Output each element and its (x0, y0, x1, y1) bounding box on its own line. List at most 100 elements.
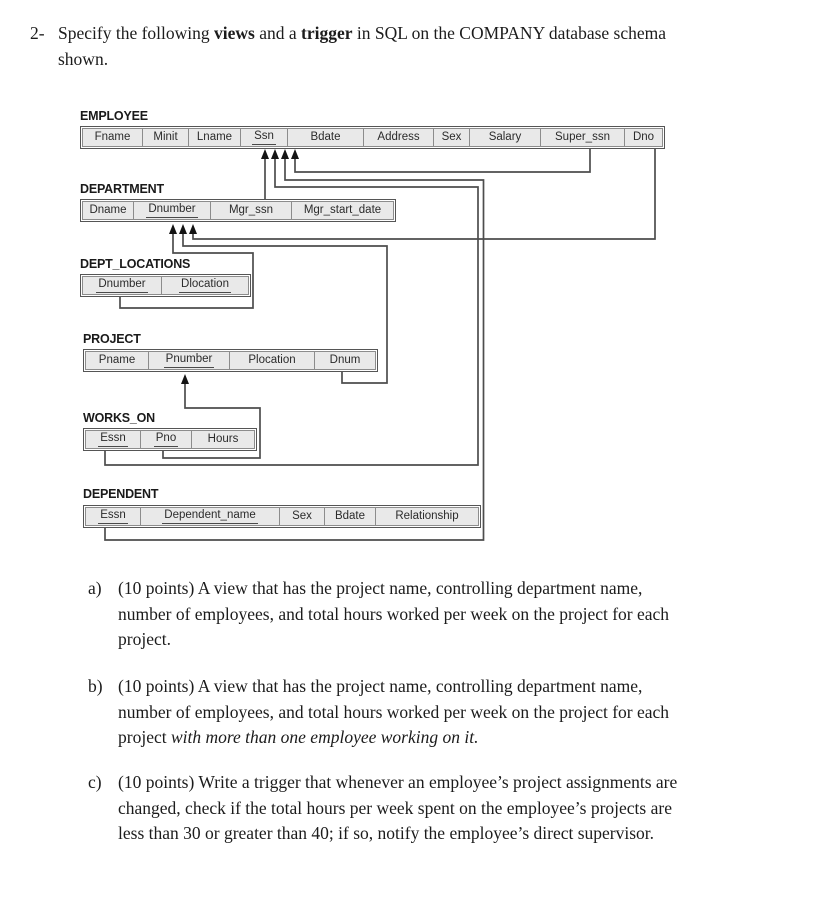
fk-department-mgr_ssn-to-employee-ssn-arrow (261, 149, 269, 206)
fk-works_on-essn-to-employee-ssn-arrow (104, 149, 479, 466)
column-project-pname: Pname (85, 351, 149, 370)
text-segment: and a (254, 23, 302, 43)
table-name-dept_locations: DEPT_LOCATIONS (80, 257, 191, 271)
table-works_on: Essn Pno Hours (83, 428, 257, 451)
text-segment: trigger (301, 23, 353, 43)
attribute-label: Relationship (395, 510, 459, 522)
key-attribute-label: Pno (153, 432, 179, 447)
text-segment: with more than one employee working on i… (170, 727, 479, 747)
table-name-employee: EMPLOYEE (80, 109, 148, 123)
attribute-label: Address (377, 131, 420, 143)
text-line: less than 30 or greater than 40; if so, … (118, 821, 778, 847)
text-segment: number of employees, and total hours wor… (118, 603, 670, 624)
text-segment: in SQL on the COMPANY database schema (352, 23, 667, 43)
item-c-text: (10 points) Write a trigger that wheneve… (118, 770, 778, 847)
attribute-label: Bdate (310, 131, 341, 143)
text-line: project. (118, 627, 778, 653)
text-segment: views (214, 23, 255, 43)
column-dept_locations-dlocation: Dlocation (161, 276, 249, 295)
key-attribute-label: Dlocation (179, 278, 231, 293)
table-department: Dname Dnumber Mgr_ssn Mgr_start_date (80, 199, 396, 222)
text-line: (10 points) A view that has the project … (118, 576, 778, 602)
attribute-label: Fname (94, 131, 131, 143)
key-attribute-label: Dnumber (96, 278, 148, 293)
key-attribute-label: Pnumber (163, 353, 215, 368)
item-b-text: (10 points) A view that has the project … (118, 674, 778, 751)
attribute-label: Salary (488, 131, 522, 143)
attribute-label: Plocation (248, 354, 296, 366)
item-a-marker: a) (88, 578, 102, 598)
column-project-pnumber: Pnumber (148, 351, 230, 370)
item-a: a) (10 points) A view that has the proje… (88, 576, 778, 653)
text-segment: shown. (58, 49, 109, 69)
item-c: c) (10 points) Write a trigger that when… (88, 770, 778, 847)
attribute-label: Dnum (329, 354, 361, 366)
text-line: number of employees, and total hours wor… (118, 602, 778, 628)
column-department-dnumber: Dnumber (133, 201, 211, 220)
table-name-project: PROJECT (83, 332, 141, 346)
attribute-label: Mgr_start_date (303, 204, 382, 216)
attribute-label: Dno (632, 131, 655, 143)
table-name-dependent: DEPENDENT (83, 487, 159, 501)
text-segment: (10 points) A view that has the project … (118, 578, 643, 598)
text-line: (10 points) A view that has the project … (118, 674, 778, 700)
column-employee-super_ssn: Super_ssn (540, 128, 625, 147)
column-employee-fname: Fname (82, 128, 143, 147)
column-employee-ssn: Ssn (240, 128, 288, 147)
text-segment: changed, check if the total hours per we… (118, 797, 672, 818)
column-project-plocation: Plocation (229, 351, 315, 370)
attribute-label: Lname (196, 131, 233, 143)
attribute-label: Sex (292, 510, 312, 522)
column-dependent-essn: Essn (85, 507, 141, 526)
question-intro: Specify the following views and a trigge… (58, 20, 788, 72)
column-employee-address: Address (363, 128, 434, 147)
key-attribute-label: Essn (98, 432, 128, 447)
fk-employee-super_ssn-to-employee-ssn-arrow (291, 149, 591, 173)
attribute-label: Mgr_ssn (228, 204, 274, 216)
column-dependent-sex: Sex (279, 507, 325, 526)
column-employee-lname: Lname (188, 128, 241, 147)
question-header: 2- Specify the following views and a tri… (30, 20, 788, 72)
column-employee-dno: Dno (624, 128, 663, 147)
text-segment: less than 30 or greater than 40; if so, … (118, 823, 655, 843)
key-attribute-label: Dnumber (146, 203, 198, 218)
attribute-label: Dname (89, 204, 127, 216)
table-name-department: DEPARTMENT (80, 182, 164, 196)
text-segment: (10 points) A view that has the project … (118, 676, 643, 696)
text-line: changed, check if the total hours per we… (118, 796, 778, 822)
column-works_on-pno: Pno (140, 430, 192, 449)
text-segment: number of employees, and total hours wor… (118, 701, 670, 722)
column-works_on-essn: Essn (85, 430, 141, 449)
column-dept_locations-dnumber: Dnumber (82, 276, 162, 295)
table-name-works_on: WORKS_ON (83, 411, 156, 425)
column-department-dname: Dname (82, 201, 134, 220)
text-segment: project. (118, 629, 171, 649)
item-b: b) (10 points) A view that has the proje… (88, 674, 778, 751)
table-dept_locations: Dnumber Dlocation (80, 274, 251, 297)
column-works_on-hours: Hours (191, 430, 255, 449)
column-dependent-dependent_name: Dependent_name (140, 507, 280, 526)
attribute-label: Sex (441, 131, 462, 143)
column-department-mgr_start_date: Mgr_start_date (291, 201, 394, 220)
column-employee-salary: Salary (469, 128, 541, 147)
attribute-label: Super_ssn (555, 131, 610, 143)
text-segment: (10 points) Write a trigger that wheneve… (118, 772, 678, 792)
attribute-label: Bdate (334, 510, 366, 522)
column-project-dnum: Dnum (314, 351, 376, 370)
table-project: Pname Pnumber Plocation Dnum (83, 349, 378, 372)
attribute-label: Pname (98, 354, 136, 366)
text-line: Specify the following views and a trigge… (58, 20, 788, 46)
text-line: shown. (58, 46, 788, 72)
fk-employee-dno-to-department-dnumber-arrow (189, 149, 656, 240)
attribute-label: Minit (153, 131, 178, 143)
text-segment: project (118, 727, 171, 747)
key-attribute-label: Ssn (252, 130, 276, 145)
table-employee: Fname Minit Lname Ssn Bdate Address Sex Salary S… (80, 126, 665, 149)
item-c-marker: c) (88, 772, 102, 792)
item-b-marker: b) (88, 676, 103, 696)
item-a-text: (10 points) A view that has the project … (118, 576, 778, 653)
column-dependent-bdate: Bdate (324, 507, 376, 526)
